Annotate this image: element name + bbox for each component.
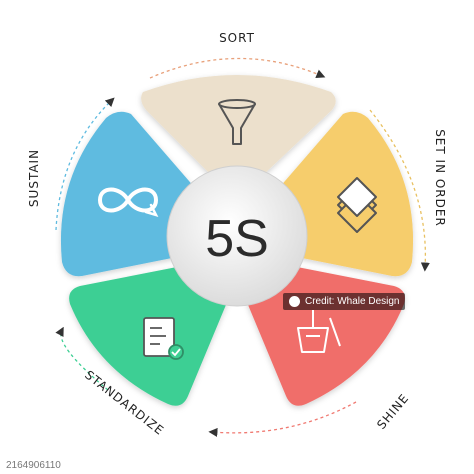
center-hub [166,165,308,307]
arrow-setinorder-to-shine [369,109,430,272]
step-label-shine: SHINE [374,391,412,432]
cycle-arrows [55,57,430,437]
broom-bucket-icon [297,310,341,353]
arrow-sustain-to-sort [55,97,115,231]
footer-bar: 2164906110 [0,458,474,474]
arrow-shine-to-standardize [208,401,357,437]
infinity-loop-icon [97,187,159,218]
watermark-text: Credit: Whale Design [305,296,400,307]
step-label-set-in-order: SET IN ORDER [433,129,447,227]
arrow-standardize-to-sustain [55,326,109,391]
center-title: 5S [205,210,269,268]
checklist-document-icon [143,317,184,360]
funnel-icon [218,99,256,145]
stock-logo-icon [289,296,300,307]
step-label-sustain: SUSTAIN [27,149,41,207]
step-label-sort: SORT [219,31,255,45]
image-id: 2164906110 [6,460,61,471]
segment-sort [141,75,336,178]
layers-icon [337,177,377,233]
watermark-badge: Credit: Whale Design [283,293,406,310]
